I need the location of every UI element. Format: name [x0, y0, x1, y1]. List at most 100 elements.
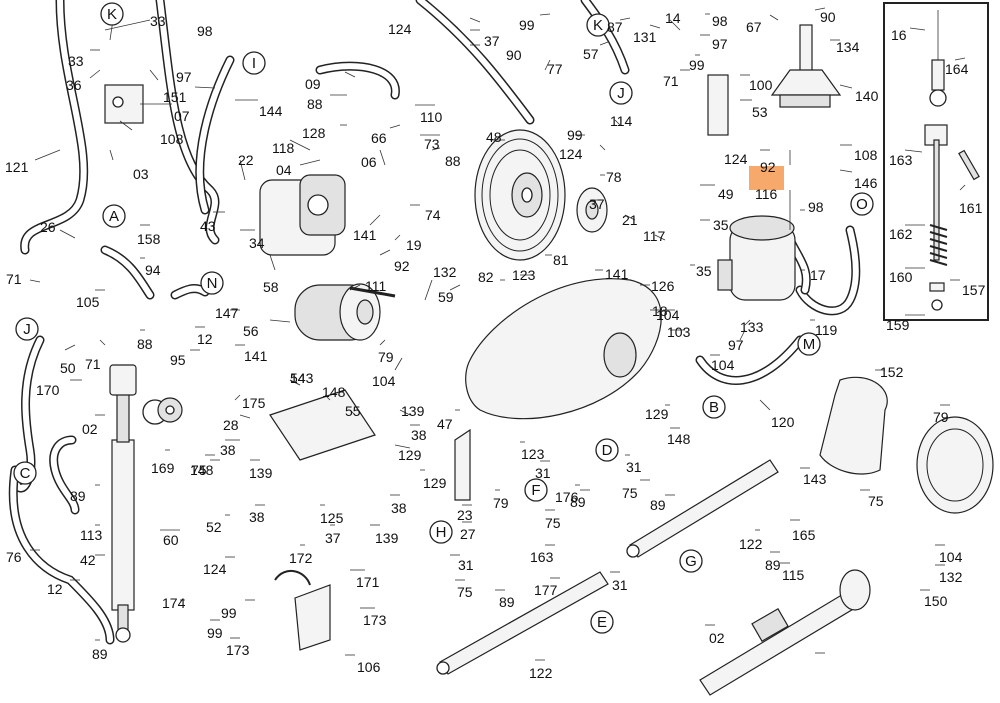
- part-number-label: 88: [445, 153, 461, 169]
- part-number-label: 14: [665, 10, 681, 26]
- part-number-label: 79: [933, 409, 949, 425]
- part-number-label: 03: [133, 166, 149, 182]
- callout-letter: I: [252, 55, 256, 72]
- leader-line: [449, 284, 461, 291]
- part-number-label: 79: [493, 495, 509, 511]
- part-number-label: 126: [651, 278, 675, 294]
- part-number-label: 163: [530, 549, 554, 565]
- part-number-label: 38: [391, 500, 407, 516]
- part-number-label: 125: [320, 510, 344, 526]
- part-number-label: 90: [506, 47, 522, 63]
- part-number-label: 147: [215, 305, 239, 321]
- leader-line: [89, 69, 101, 79]
- part-number-label: 47: [437, 416, 453, 432]
- part-number-label: 79: [378, 349, 394, 365]
- leader-line: [399, 409, 411, 416]
- part-number-label: 106: [357, 659, 381, 675]
- leader-line: [654, 234, 666, 241]
- motor-111: [294, 283, 396, 341]
- part-number-label: 148: [667, 431, 691, 447]
- leader-line: [839, 84, 853, 89]
- circle-callout: G: [679, 549, 703, 573]
- callout-letter: B: [709, 399, 719, 416]
- leader-line: [379, 339, 386, 346]
- part-number-label: 119: [815, 322, 838, 338]
- part-number-label: 128: [302, 125, 326, 141]
- part-number-label: 71: [6, 271, 22, 287]
- part-number-label: 21: [622, 212, 638, 228]
- part-number-label: 148: [322, 384, 346, 400]
- part-number-label: 122: [739, 536, 763, 552]
- part-number-label: 98: [197, 23, 213, 39]
- part-number-label: 49: [718, 186, 734, 202]
- part-number-label: 89: [570, 494, 586, 510]
- part-number-label: 98: [808, 199, 824, 215]
- part-number-label: 161: [959, 200, 983, 216]
- leader-line: [599, 41, 609, 46]
- part-number-label: 141: [353, 227, 377, 243]
- callout-ring: [850, 192, 874, 216]
- callout-letter: F: [531, 482, 540, 499]
- part-number-label: 141: [605, 266, 629, 282]
- callout-ring: [13, 461, 37, 485]
- part-number-label: 108: [854, 147, 878, 163]
- part-number-label: 88: [137, 336, 153, 352]
- leader-line: [119, 120, 133, 131]
- part-number-label: 53: [752, 104, 768, 120]
- part-number-label: 169: [151, 460, 175, 476]
- part-number-label: 97: [728, 337, 744, 353]
- leader-line: [269, 254, 276, 271]
- leader-line: [34, 149, 61, 161]
- part-number-label: 02: [709, 630, 725, 646]
- crossbar-122-upper: [626, 459, 779, 558]
- part-number-label: 132: [433, 264, 457, 280]
- part-number-label: 104: [656, 307, 680, 323]
- part-number-label: 54: [290, 370, 306, 386]
- part-number-label: 71: [663, 73, 679, 89]
- part-number-label: 26: [40, 219, 56, 235]
- circle-callout: J: [15, 317, 39, 341]
- part-number-label: 48: [486, 129, 502, 145]
- leader-line: [599, 144, 606, 151]
- part-number-label: 73: [424, 136, 440, 152]
- callout-ring: [524, 478, 548, 502]
- part-number-label: 90: [820, 9, 836, 25]
- crossbar-122-lower: [436, 571, 609, 675]
- leader-line: [739, 329, 746, 341]
- part-number-label: 71: [85, 356, 101, 372]
- callout-letter: K: [107, 6, 117, 23]
- circle-callout: O: [850, 192, 874, 216]
- part-number-label: 33: [68, 53, 84, 69]
- leader-line: [289, 379, 301, 386]
- part-number-label: 160: [889, 269, 913, 285]
- part-number-label: 28: [223, 417, 239, 433]
- part-number-label: 97: [176, 69, 192, 85]
- callout-ring: [100, 2, 124, 26]
- part-number-label: 104: [939, 549, 963, 565]
- circle-callout: J: [609, 81, 633, 105]
- cover-115: [819, 376, 888, 475]
- leader-line: [289, 139, 311, 151]
- callout-letter: O: [856, 196, 868, 213]
- part-number-label: 31: [626, 459, 642, 475]
- part-number-label: 134: [836, 39, 860, 55]
- part-number-label: 121: [5, 159, 29, 175]
- leader-line: [239, 414, 251, 419]
- leader-line: [194, 86, 216, 89]
- leader-line: [379, 249, 391, 256]
- part-number-label: 57: [583, 46, 599, 62]
- circle-callout: D: [595, 438, 619, 462]
- part-number-label: 52: [206, 519, 222, 535]
- part-number-label: 76: [6, 549, 22, 565]
- circle-callout: B: [702, 395, 726, 419]
- bracket-23: [454, 428, 471, 501]
- circle-callout: A: [102, 204, 126, 228]
- belt-cover-47: [465, 278, 662, 420]
- callout-letter: K: [593, 17, 603, 34]
- part-number-label: 42: [80, 552, 96, 568]
- part-number-label: 60: [163, 532, 179, 548]
- part-number-label: 104: [372, 373, 396, 389]
- leader-line: [239, 159, 246, 181]
